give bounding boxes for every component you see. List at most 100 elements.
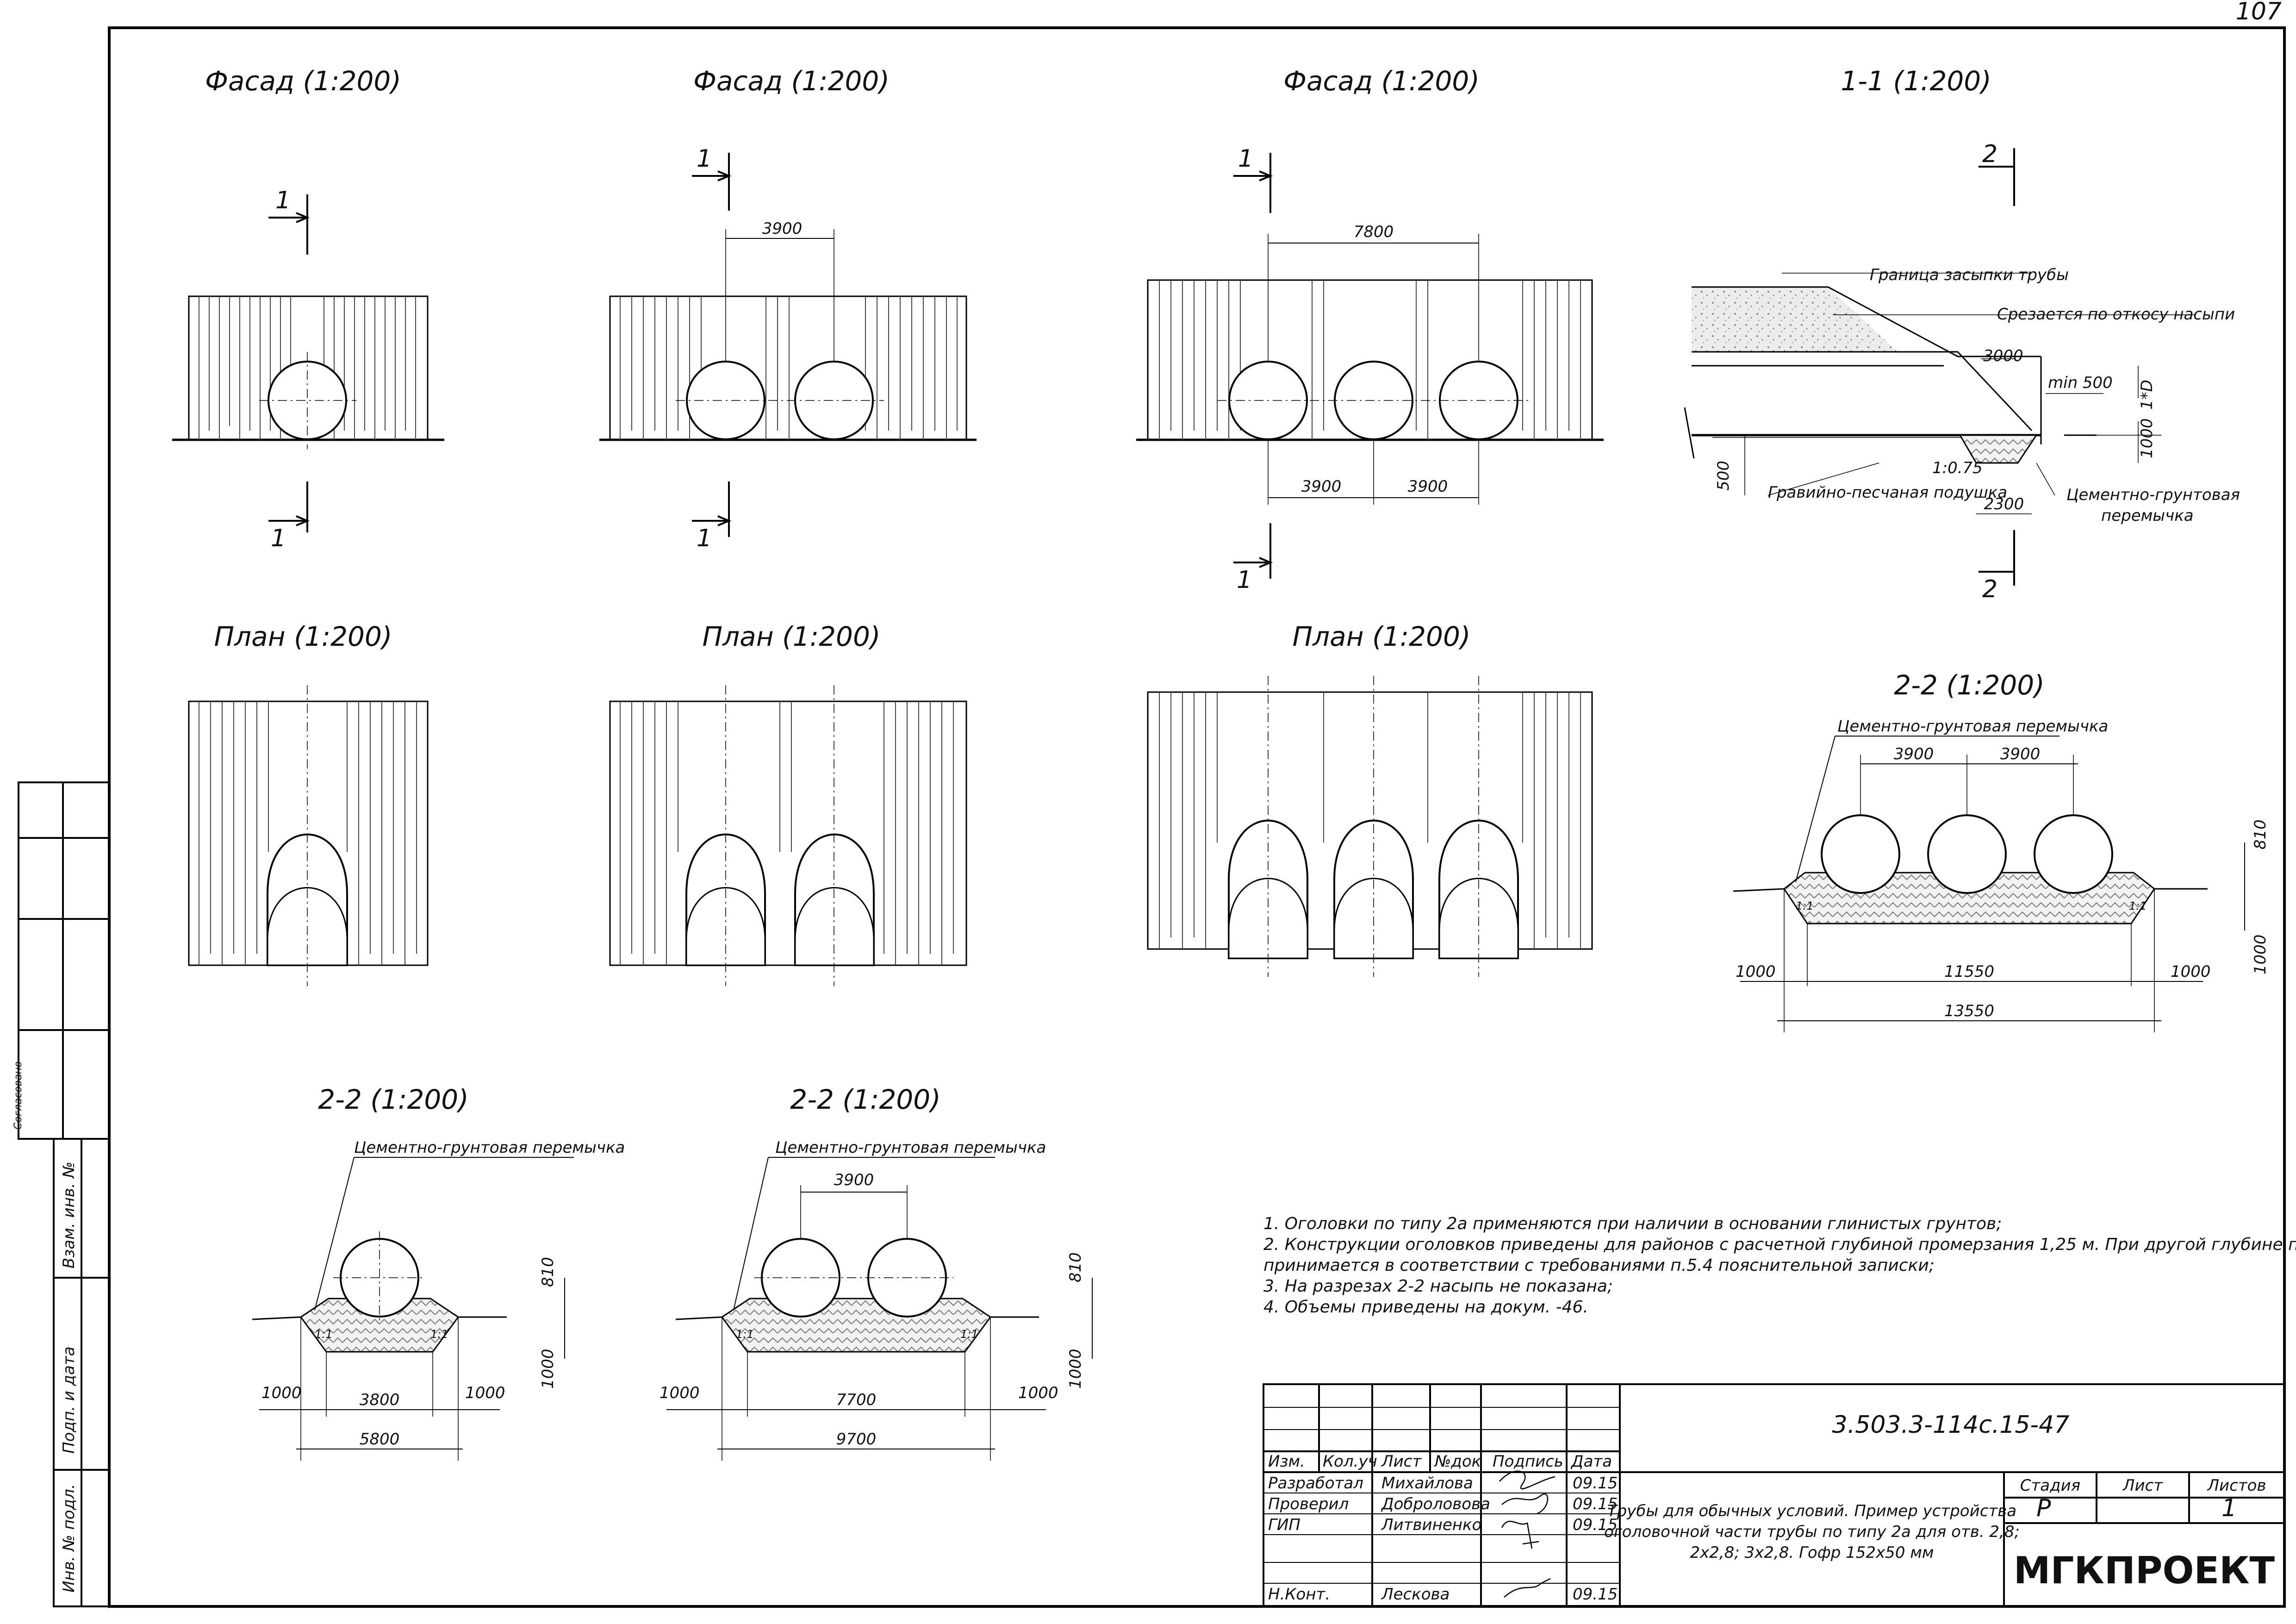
facade-view-1: Фасад (1:200) 1 1 <box>172 65 444 552</box>
label-gravel: Гравийно-песчаная подушка <box>1768 483 2007 502</box>
slope-label: 1:1 <box>1796 899 1814 912</box>
label-cut: Срезается по откосу насыпи <box>1997 305 2235 324</box>
name-cell: Литвиненко <box>1381 1516 1481 1534</box>
name-cell: Доброловова <box>1381 1495 1490 1513</box>
dimension: 810 <box>2251 819 2270 849</box>
date-cell: 09.15 <box>1573 1516 1618 1534</box>
view-title: 1-1 (1:200) <box>1841 65 1991 97</box>
view-title: Фасад (1:200) <box>693 65 890 97</box>
sheets-header: Листов <box>2206 1476 2266 1495</box>
sheet-header: Лист <box>2122 1476 2163 1495</box>
side-stamp-approved: Согласовано <box>12 1061 24 1130</box>
company-logo: МГКПРОЕКТ <box>2014 1549 2275 1592</box>
view-title: Фасад (1:200) <box>1283 65 1480 97</box>
note-line: 4. Объемы приведены на докум. -46. <box>1263 1298 1588 1317</box>
dimension: 1000 <box>465 1384 505 1402</box>
dimension: 9700 <box>836 1430 877 1449</box>
label-barrier: Цементно-грунтовая перемычка <box>1837 717 2108 736</box>
dimension: 1000 <box>261 1384 302 1402</box>
dimension: 7800 <box>1354 223 1394 241</box>
col-header: Лист <box>1381 1452 1422 1471</box>
dimension: 7700 <box>836 1391 877 1409</box>
note-line: 2. Конструкции оголовков приведены для р… <box>1263 1235 2296 1254</box>
cut-label: 1 <box>271 525 286 552</box>
col-header: №док <box>1434 1452 1481 1471</box>
description-line: 2х2,8; 3х2,8. Гофр 152х50 мм <box>1690 1543 1934 1562</box>
role-cell: Разработал <box>1268 1474 1363 1493</box>
view-title: 2-2 (1:200) <box>318 1084 469 1115</box>
dimension: 810 <box>1066 1252 1085 1282</box>
dimension: 11550 <box>1944 962 1994 981</box>
name-cell: Михайлова <box>1381 1474 1473 1493</box>
dimension: min 500 <box>2048 374 2113 392</box>
plan-view-2: План (1:200) <box>609 621 967 986</box>
dimension: 5800 <box>360 1430 400 1449</box>
note-line: 1. Оголовки по типу 2а применяются при н… <box>1263 1214 2002 1233</box>
dimension: 3900 <box>1408 477 1448 496</box>
dimension: 1000 <box>660 1384 700 1402</box>
label-barrier: Цементно-грунтовая перемычка <box>775 1138 1046 1157</box>
cut-label: 1 <box>1237 566 1252 594</box>
slope-label: 1:1 <box>736 1328 754 1341</box>
cut-label: 1 <box>275 187 291 214</box>
side-stamp-podp: Подп. и дата <box>60 1346 78 1454</box>
dimension: 13550 <box>1944 1002 1994 1020</box>
slope-label: 1:1 <box>2129 899 2147 912</box>
view-title: План (1:200) <box>1293 621 1471 652</box>
view-title: Фасад (1:200) <box>205 65 401 97</box>
cut-label: 1 <box>697 525 712 552</box>
side-stamp <box>18 781 110 1607</box>
section-1-1: 1-1 (1:200) 2 2 <box>1684 65 2240 603</box>
dimension: 1000 <box>1066 1349 1085 1389</box>
dimension: 1000 <box>2171 962 2211 981</box>
stage-value: Р <box>2036 1494 2051 1522</box>
dimension: 3800 <box>360 1391 400 1409</box>
dimension: 3900 <box>762 219 803 238</box>
col-header: Подпись <box>1493 1452 1563 1471</box>
plan-view-1: План (1:200) <box>188 621 429 986</box>
role-cell: Проверил <box>1268 1495 1349 1513</box>
note-line: принимается в соответствии с требованиям… <box>1263 1256 1935 1275</box>
dimension: 1000 <box>1736 962 1776 981</box>
page-number: 107 <box>2236 0 2282 25</box>
label-barrier: перемычка <box>2101 506 2194 525</box>
view-title: План (1:200) <box>214 621 392 652</box>
dimension: 2300 <box>1984 495 2024 513</box>
view-title: 2-2 (1:200) <box>1894 669 2045 701</box>
slope-label: 1:1 <box>430 1328 448 1341</box>
section-2-2-single: 2-2 (1:200) Цементно-грунтовая перемычка… <box>252 1084 625 1461</box>
cut-label: 2 <box>1982 140 1997 168</box>
name-cell: Лескова <box>1381 1585 1450 1604</box>
label-boundary: Граница засыпки трубы <box>1870 266 2069 284</box>
dimension: 3000 <box>1983 347 2023 365</box>
sheets-value: 1 <box>2221 1494 2237 1522</box>
description-line: оголовочной части трубы по типу 2а для о… <box>1604 1523 2020 1541</box>
slope-label: 1:0.75 <box>1932 459 1983 477</box>
view-title: 2-2 (1:200) <box>790 1084 941 1115</box>
cut-label: 2 <box>1982 575 1997 603</box>
plan-view-3: План (1:200) <box>1147 621 1593 977</box>
col-header: Кол.уч <box>1323 1452 1377 1471</box>
dimension: 3900 <box>2000 745 2041 763</box>
label-barrier: Цементно-грунтовая перемычка <box>354 1138 625 1157</box>
section-2-2-double: 2-2 (1:200) Цементно-грунтовая перемычка… <box>660 1084 1093 1461</box>
dimension: 1000 <box>539 1349 557 1389</box>
col-header: Изм. <box>1268 1452 1305 1471</box>
section-2-2-triple: 2-2 (1:200) Цементно-грунтовая перемычка… <box>1733 669 2270 1032</box>
dimension: 1000 <box>1018 1384 1058 1402</box>
note-line: 3. На разрезах 2-2 насыпь не показана; <box>1263 1277 1613 1296</box>
dimension: 1000 <box>2251 934 2270 974</box>
dimension: 3900 <box>1894 745 1934 763</box>
dimension: 3900 <box>1301 477 1342 496</box>
dimension: 500 <box>1714 461 1733 491</box>
dimension: 3900 <box>834 1171 874 1189</box>
facade-view-2: Фасад (1:200) 1 1 3900 <box>599 65 977 552</box>
slope-label: 1:1 <box>315 1328 333 1341</box>
label-barrier: Цементно-грунтовая <box>2066 486 2240 504</box>
slope-label: 1:1 <box>960 1328 978 1341</box>
date-cell: 09.15 <box>1573 1495 1618 1513</box>
stage-header: Стадия <box>2020 1476 2080 1495</box>
cut-label: 1 <box>697 145 712 173</box>
facade-view-3: Фасад (1:200) 1 1 7800 3900 3900 <box>1136 65 1604 594</box>
view-title: План (1:200) <box>703 621 881 652</box>
